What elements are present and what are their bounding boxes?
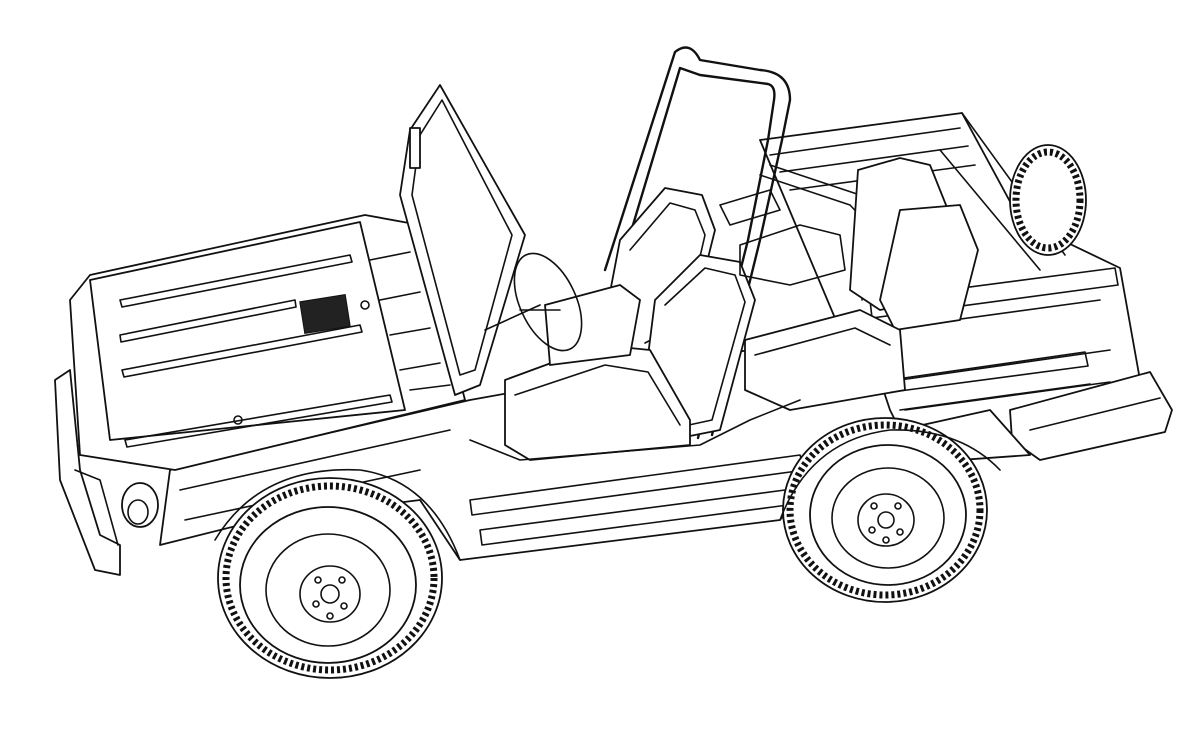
steering-wheel — [484, 252, 583, 352]
front-wheel — [217, 477, 443, 679]
rear-seats — [744, 157, 979, 411]
front-seats — [504, 187, 756, 461]
headlight — [121, 482, 159, 528]
front-bumper — [54, 369, 121, 576]
spare-tire — [1009, 144, 1087, 256]
floor-console — [469, 189, 846, 461]
fenders — [214, 429, 1001, 561]
hood — [69, 214, 466, 471]
rear-wheel — [782, 417, 988, 603]
windshield-frame — [399, 84, 526, 396]
